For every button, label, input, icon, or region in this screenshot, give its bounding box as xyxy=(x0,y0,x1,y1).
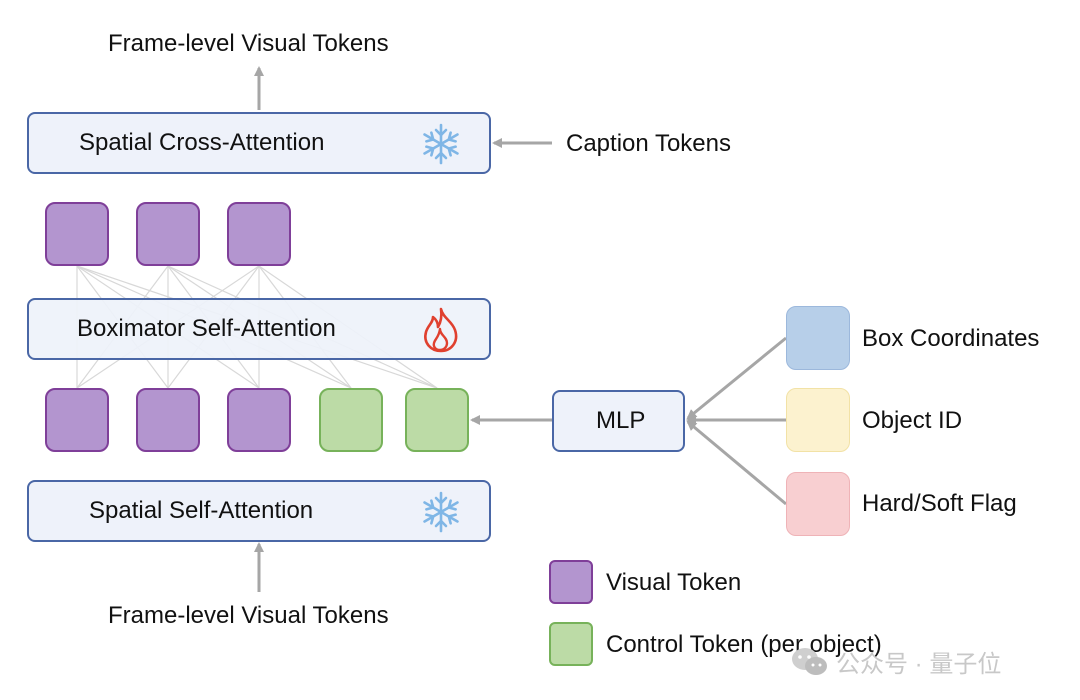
mlp-block: MLP xyxy=(552,390,685,452)
caption-tokens-label: Caption Tokens xyxy=(566,130,731,157)
arrow-box-to-mlp xyxy=(686,336,787,420)
hard-soft-flag-swatch xyxy=(786,472,850,536)
flame-icon xyxy=(424,307,458,353)
legend-visual-swatch xyxy=(549,560,593,604)
control-token-1 xyxy=(319,388,383,452)
control-token-2 xyxy=(405,388,469,452)
boximator-attention-label: Boximator Self-Attention xyxy=(77,315,336,342)
spatial-self-attention-block: Spatial Self-Attention xyxy=(27,480,491,542)
visual-token-lower-3 xyxy=(227,388,291,452)
legend-control-swatch xyxy=(549,622,593,666)
visual-token-upper-1 xyxy=(45,202,109,266)
legend-control-label: Control Token (per object) xyxy=(606,631,882,658)
legend-visual-label: Visual Token xyxy=(606,569,742,596)
snowflake-icon xyxy=(423,491,459,533)
box-coordinates-swatch xyxy=(786,306,850,370)
top-output-label: Frame-level Visual Tokens xyxy=(108,30,389,57)
mlp-label: MLP xyxy=(596,407,646,434)
arrow-flag-to-mlp xyxy=(686,420,787,506)
watermark: 公众号 · 量子位 xyxy=(790,644,1001,679)
box-coordinates-label: Box Coordinates xyxy=(862,325,1040,352)
wechat-icon xyxy=(792,647,827,675)
cross-attention-label: Spatial Cross-Attention xyxy=(79,129,325,156)
cross-attention-block: Spatial Cross-Attention xyxy=(27,112,491,174)
visual-token-upper-2 xyxy=(136,202,200,266)
object-id-swatch xyxy=(786,388,850,452)
watermark-text: 公众号 · 量子位 xyxy=(836,651,1002,678)
snowflake-icon xyxy=(423,123,459,165)
spatial-self-attention-label: Spatial Self-Attention xyxy=(89,497,314,524)
visual-token-lower-2 xyxy=(136,388,200,452)
object-id-label: Object ID xyxy=(862,407,963,434)
visual-token-upper-3 xyxy=(227,202,291,266)
hard-soft-flag-label: Hard/Soft Flag xyxy=(862,490,1017,517)
bottom-input-label: Frame-level Visual Tokens xyxy=(108,602,389,629)
visual-token-lower-1 xyxy=(45,388,109,452)
boximator-attention-block: Boximator Self-Attention xyxy=(27,298,491,360)
